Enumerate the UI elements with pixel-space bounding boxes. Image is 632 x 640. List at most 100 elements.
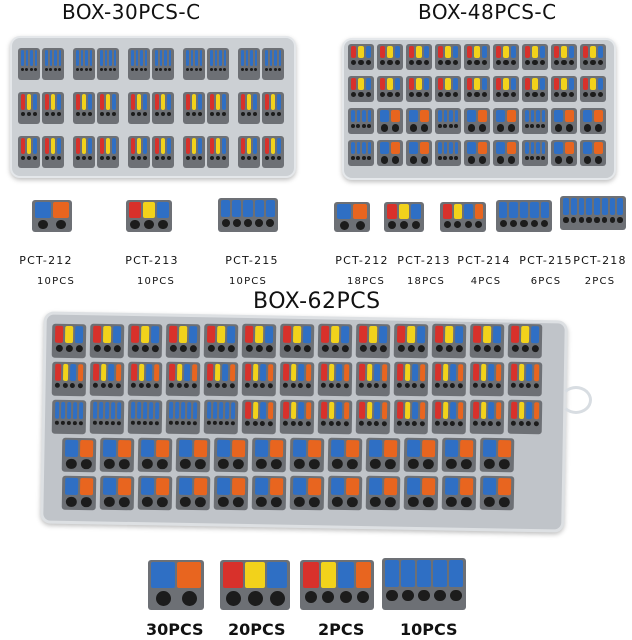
wire-connector-image <box>289 437 325 473</box>
wire-connector-image <box>241 399 277 435</box>
wire-connector-image <box>551 44 577 70</box>
connector-4-way-image <box>440 202 486 232</box>
wire-connector-image <box>183 92 205 124</box>
connector-5-way-image <box>382 558 466 610</box>
wire-connector-image <box>551 108 577 134</box>
wire-connector-image <box>51 323 87 359</box>
box30-item-model: PCT-212 <box>19 254 73 267</box>
wire-connector-image <box>435 44 461 70</box>
connector-4-way-image <box>300 560 374 610</box>
wire-connector-image <box>279 399 315 435</box>
wire-connector-image <box>279 323 315 359</box>
wire-connector-image <box>152 92 174 124</box>
box62-title: BOX-62PCS <box>253 289 381 314</box>
wire-connector-image <box>393 323 429 359</box>
wire-connector-image <box>377 44 403 70</box>
wire-connector-image <box>493 44 519 70</box>
wire-connector-image <box>580 108 606 134</box>
box48-item-qty: 2PCS <box>584 276 616 287</box>
wire-connector-image <box>348 76 374 102</box>
wire-connector-image <box>551 140 577 166</box>
wire-connector-image <box>355 361 391 397</box>
wire-connector-image <box>51 399 87 435</box>
box30-title: BOX-30PCS-C <box>62 0 201 24</box>
box48-item-model: PCT-214 <box>457 254 511 267</box>
box62-item-qty: 30PCS <box>146 620 204 639</box>
wire-connector-image <box>365 475 401 511</box>
wire-connector-image <box>51 361 87 397</box>
box62-item-qty: 10PCS <box>400 620 458 639</box>
wire-connector-image <box>435 76 461 102</box>
wire-connector-image <box>18 48 40 80</box>
wire-connector-image <box>435 140 461 166</box>
wire-connector-image <box>507 399 543 435</box>
box48-item-model: PCT-215 <box>519 254 573 267</box>
box48-item-model: PCT-213 <box>397 254 451 267</box>
wire-connector-image <box>348 108 374 134</box>
wire-connector-image <box>580 76 606 102</box>
wire-connector-image <box>355 323 391 359</box>
wire-connector-image <box>393 399 429 435</box>
wire-connector-image <box>128 136 150 168</box>
wire-connector-image <box>317 399 353 435</box>
wire-connector-image <box>493 108 519 134</box>
box48-item-model: PCT-218 <box>573 254 627 267</box>
box30-item-qty: 10PCS <box>36 276 76 287</box>
wire-connector-image <box>127 361 163 397</box>
wire-connector-image <box>431 399 467 435</box>
wire-connector-image <box>393 361 429 397</box>
wire-connector-image <box>469 361 505 397</box>
wire-connector-image <box>165 399 201 435</box>
wire-connector-image <box>238 136 260 168</box>
wire-connector-image <box>507 361 543 397</box>
wire-connector-image <box>348 140 374 166</box>
connector-5-way-image <box>218 198 278 232</box>
wire-connector-image <box>327 475 363 511</box>
box48-item-qty: 18PCS <box>346 276 386 287</box>
wire-connector-image <box>262 136 284 168</box>
wire-connector-image <box>317 361 353 397</box>
wire-connector-image <box>175 475 211 511</box>
connector-2-way-image <box>334 202 370 232</box>
box62-item-qty: 2PCS <box>318 620 365 639</box>
wire-connector-image <box>431 323 467 359</box>
wire-connector-image <box>183 136 205 168</box>
wire-connector-image <box>464 108 490 134</box>
wire-connector-image <box>493 140 519 166</box>
box30-item-model: PCT-215 <box>225 254 279 267</box>
connector-3-way-image <box>126 200 172 232</box>
wire-connector-image <box>137 437 173 473</box>
wire-connector-image <box>327 437 363 473</box>
wire-connector-image <box>317 323 353 359</box>
wire-connector-image <box>89 399 125 435</box>
wire-connector-image <box>73 92 95 124</box>
wire-connector-image <box>435 108 461 134</box>
wire-connector-image <box>152 136 174 168</box>
wire-connector-image <box>203 323 239 359</box>
wire-connector-image <box>403 475 439 511</box>
wire-connector-image <box>464 44 490 70</box>
wire-connector-image <box>464 76 490 102</box>
wire-connector-image <box>377 140 403 166</box>
wire-connector-image <box>207 92 229 124</box>
wire-connector-image <box>238 92 260 124</box>
wire-connector-image <box>406 76 432 102</box>
wire-connector-image <box>262 92 284 124</box>
connector-2-way-image <box>32 200 72 232</box>
wire-connector-image <box>403 437 439 473</box>
wire-connector-image <box>251 437 287 473</box>
wire-connector-image <box>127 399 163 435</box>
box48-item-model: PCT-212 <box>335 254 389 267</box>
wire-connector-image <box>441 437 477 473</box>
wire-connector-image <box>241 323 277 359</box>
wire-connector-image <box>469 323 505 359</box>
case-latch-image <box>560 386 592 414</box>
wire-connector-image <box>580 44 606 70</box>
connector-5-way-image <box>496 200 552 232</box>
wire-connector-image <box>431 361 467 397</box>
wire-connector-image <box>203 361 239 397</box>
wire-connector-image <box>73 48 95 80</box>
connector-8-way-image <box>560 196 626 230</box>
wire-connector-image <box>406 108 432 134</box>
wire-connector-image <box>165 361 201 397</box>
